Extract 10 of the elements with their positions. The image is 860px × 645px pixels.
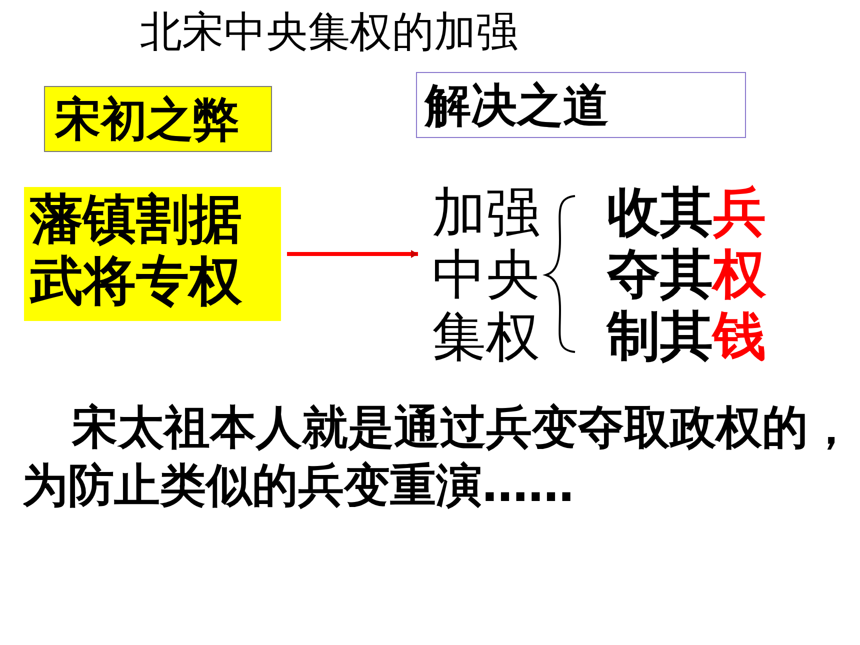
problem-box: 宋初之弊: [44, 86, 272, 152]
measure-text: 制其钱: [607, 306, 766, 368]
measure-text: 收其兵: [607, 182, 766, 244]
title: 北宋中央集权的加强: [140, 6, 518, 58]
arrow: [287, 250, 418, 258]
problem-box: 藩镇割据武将专权: [24, 187, 281, 321]
measure-text: 夺其权: [607, 244, 766, 306]
solution-box: 解决之道: [416, 72, 746, 138]
goal-text: 加强中央集权: [418, 182, 542, 368]
paragraph: 宋太祖本人就是通过兵变夺取政权的，为防止类似的兵变重演……: [22, 399, 855, 514]
